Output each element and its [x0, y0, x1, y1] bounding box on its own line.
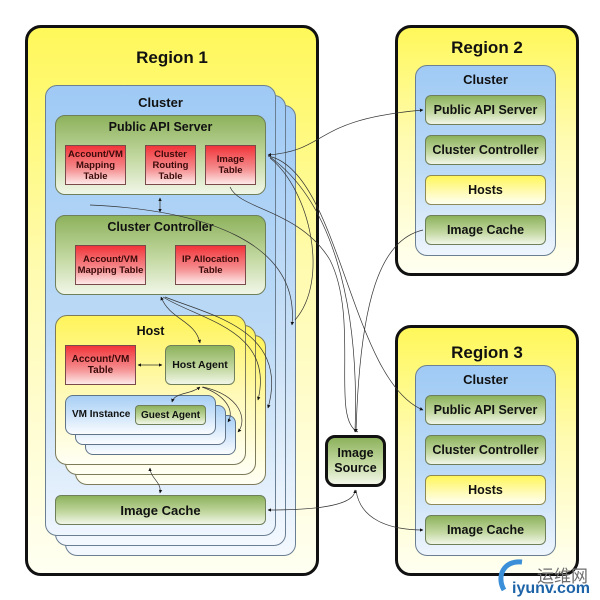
region-2-cluster-controller[interactable]: Cluster Controller — [425, 135, 546, 165]
cluster-routing-table[interactable]: Cluster Routing Table — [145, 145, 196, 185]
watermark-cn: 运维网 — [537, 567, 588, 586]
region-3-cluster-controller[interactable]: Cluster Controller — [425, 435, 546, 465]
region-2-image-cache[interactable]: Image Cache — [425, 215, 546, 245]
watermark-logo-icon — [498, 559, 523, 592]
region-3-image-cache[interactable]: Image Cache — [425, 515, 546, 545]
region-1-title: Region 1 — [136, 48, 208, 67]
region-2-title: Region 2 — [451, 38, 523, 57]
public-api-server-title: Public API Server — [108, 120, 213, 134]
account-vm-table[interactable]: Account/VM Table — [65, 345, 136, 385]
image-source[interactable]: Image Source — [325, 435, 386, 487]
host-title: Host — [136, 324, 165, 338]
image-table[interactable]: Image Table — [205, 145, 256, 185]
region-1-image-cache[interactable]: Image Cache — [55, 495, 266, 525]
ip-allocation-table[interactable]: IP Allocation Table — [175, 245, 246, 285]
account-vm-mapping-table[interactable]: Account/VM Mapping Table — [65, 145, 126, 185]
region-2-cluster-title: Cluster — [463, 72, 508, 87]
region-3-hosts[interactable]: Hosts — [425, 475, 546, 505]
watermark-site: iyunv.com — [512, 580, 590, 597]
region-2-hosts[interactable]: Hosts — [425, 175, 546, 205]
region-2-public-api-server[interactable]: Public API Server — [425, 95, 546, 125]
region-3-title: Region 3 — [451, 343, 523, 362]
region-3-public-api-server[interactable]: Public API Server — [425, 395, 546, 425]
region-1-cluster-title: Cluster — [138, 95, 183, 110]
host-agent[interactable]: Host Agent — [165, 345, 235, 385]
cluster-controller-title: Cluster Controller — [107, 220, 214, 234]
region-3-cluster-title: Cluster — [463, 372, 508, 387]
guest-agent[interactable]: Guest Agent — [135, 405, 206, 425]
vm-instance-label: VM Instance — [72, 409, 131, 420]
cc-account-vm-mapping-table[interactable]: Account/VM Mapping Table — [75, 245, 146, 285]
